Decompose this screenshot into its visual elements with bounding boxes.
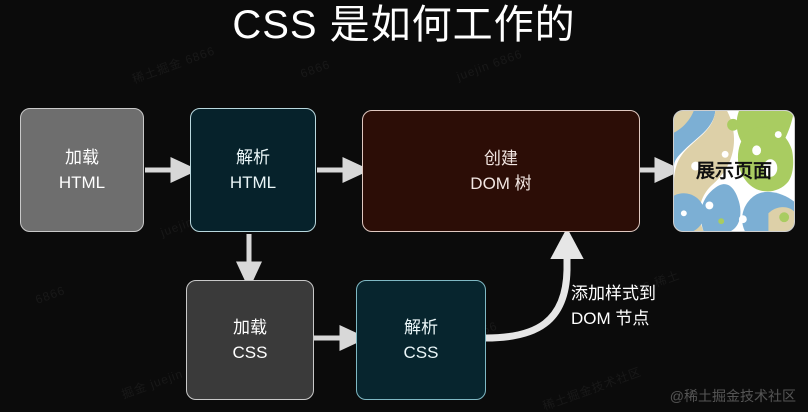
edge-label-line1: 添加样式到 — [571, 284, 656, 303]
node-parse-css[interactable]: 解析 CSS — [356, 280, 486, 400]
node-load-html-line1: 加载 — [65, 148, 99, 167]
node-create-dom-tree-line1: 创建 — [484, 149, 518, 168]
node-parse-html-line1: 解析 — [236, 148, 270, 167]
credit-watermark: @稀土掘金技术社区 — [669, 388, 796, 404]
node-load-css-line2: CSS — [232, 343, 268, 362]
node-show-page[interactable]: 展示页面 — [673, 110, 795, 232]
node-load-css-line1: 加载 — [233, 318, 267, 337]
edge-label-line2: DOM 节点 — [571, 309, 650, 328]
arrow-parse-css-to-create-dom — [482, 227, 584, 342]
watermark-text: juejin 6866 — [454, 46, 525, 84]
node-parse-css-line2: CSS — [403, 343, 439, 362]
watermark-text: 6866 — [298, 57, 333, 81]
abstract-pattern-illustration — [674, 111, 794, 231]
node-create-dom-tree[interactable]: 创建 DOM 树 — [362, 110, 640, 232]
node-load-html[interactable]: 加载 HTML — [20, 108, 144, 232]
watermark-text: 掘金 juejin — [119, 366, 185, 402]
node-parse-css-line1: 解析 — [404, 318, 438, 337]
node-load-css[interactable]: 加载 CSS — [186, 280, 314, 400]
node-show-page-label: 展示页面 — [695, 160, 772, 182]
edge-label-add-style-to-dom: 添加样式到 DOM 节点 — [571, 281, 656, 331]
watermark-text: 6866 — [33, 283, 68, 307]
page-title: CSS 是如何工作的 — [232, 3, 576, 47]
watermark-text: 稀土掘金技术社区 — [540, 364, 644, 412]
node-load-html-line2: HTML — [58, 173, 106, 192]
watermark-text: 稀土掘金 6866 — [130, 43, 217, 87]
node-parse-html-line2: HTML — [229, 173, 277, 192]
node-create-dom-tree-line2: DOM 树 — [470, 174, 532, 193]
node-parse-html[interactable]: 解析 HTML — [190, 108, 316, 232]
